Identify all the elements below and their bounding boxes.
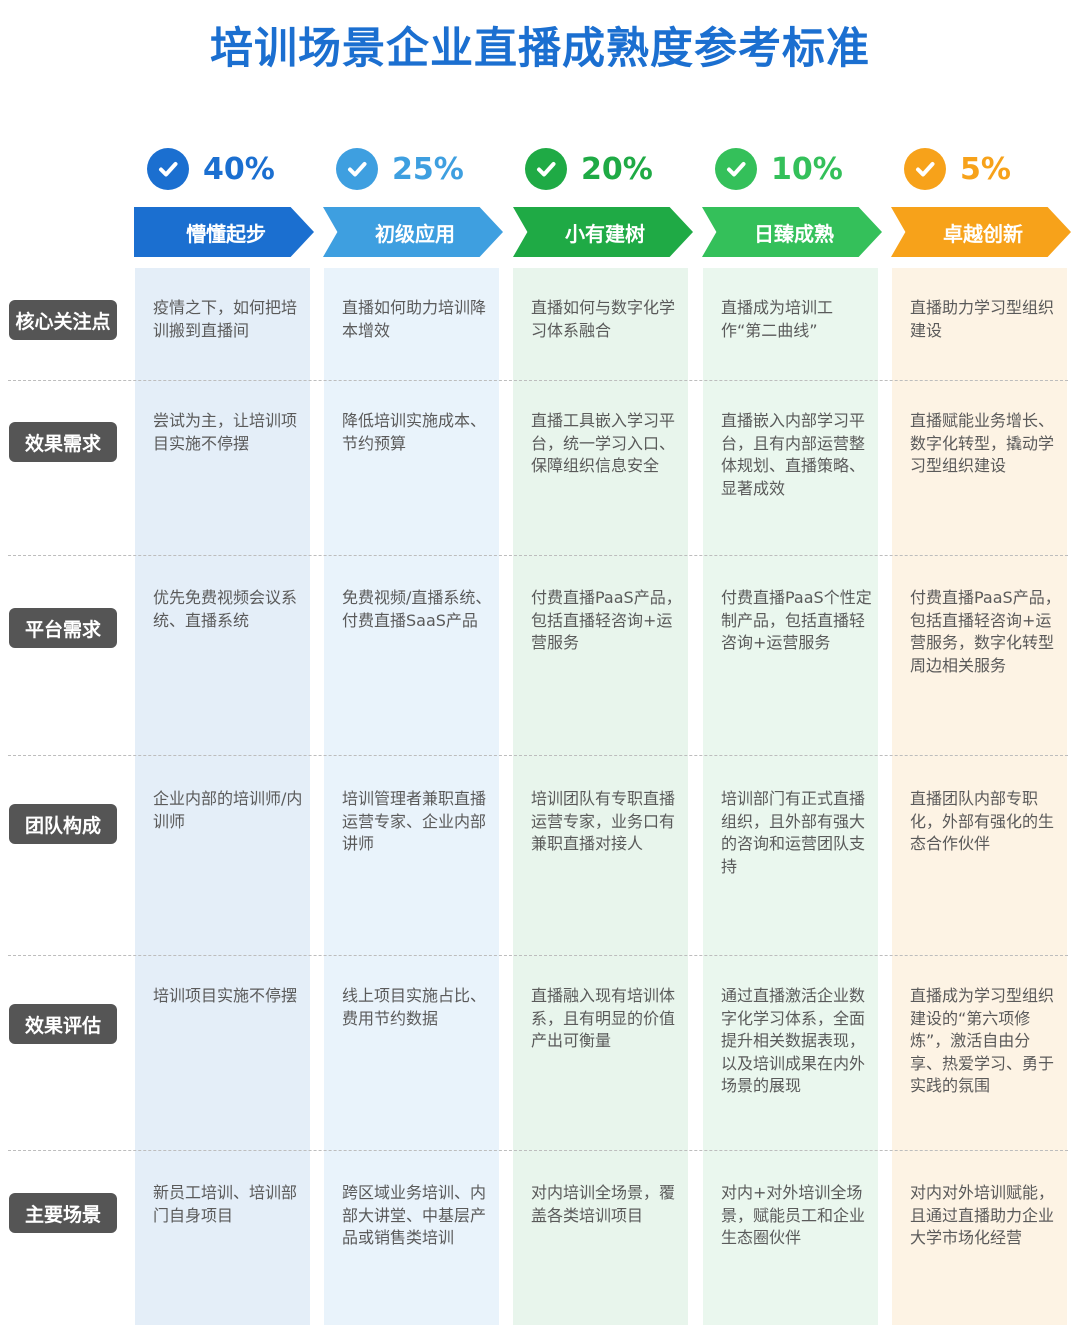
row-label-5: 效果评估 bbox=[9, 1004, 117, 1044]
table-cell: 新员工培训、培训部门自身项目 bbox=[153, 1183, 298, 1225]
level-banner-5: 卓越创新 bbox=[891, 207, 1071, 257]
table-cell: 企业内部的培训师/内训师 bbox=[153, 789, 303, 831]
table-cell: 免费视频/直播系统、付费直播SaaS产品 bbox=[342, 588, 492, 630]
table-cell: 跨区域业务培训、内部大讲堂、中基层产品或销售类培训 bbox=[342, 1183, 487, 1247]
level-stat-5: 5% bbox=[892, 146, 1067, 192]
table-cell: 直播如何与数字化学习体系融合 bbox=[531, 298, 676, 340]
table-cell: 培训部门有正式直播组织，且外部有强大的咨询和运营团队支持 bbox=[721, 789, 866, 876]
table-cell: 付费直播PaaS个性定制产品，包括直播轻咨询+运营服务 bbox=[721, 588, 872, 652]
table-cell: 付费直播PaaS产品，包括直播轻咨询+运营服务，数字化转型周边相关服务 bbox=[910, 588, 1061, 675]
table-cell: 直播成为学习型组织建设的“第六项修炼”，激活自由分享、热爱学习、勇于实践的氛围 bbox=[910, 986, 1055, 1095]
check-circle-icon bbox=[336, 148, 378, 190]
table-cell: 培训团队有专职直播运营专家，业务口有兼职直播对接人 bbox=[531, 789, 676, 853]
check-circle-icon bbox=[715, 148, 757, 190]
level-column-4 bbox=[703, 268, 878, 1325]
table-cell: 尝试为主，让培训项目实施不停摆 bbox=[153, 411, 298, 453]
row-label-6: 主要场景 bbox=[9, 1193, 117, 1233]
table-cell: 培训管理者兼职直播运营专家、企业内部讲师 bbox=[342, 789, 487, 853]
level-column-5 bbox=[892, 268, 1067, 1325]
level-banner-1: 懵懂起步 bbox=[134, 207, 314, 257]
row-label-2: 效果需求 bbox=[9, 422, 117, 462]
level-column-1 bbox=[135, 268, 310, 1325]
table-cell: 直播团队内部专职化，外部有强化的生态合作伙伴 bbox=[910, 789, 1055, 853]
table-cell: 培训项目实施不停摆 bbox=[153, 986, 298, 1005]
table-cell: 付费直播PaaS产品，包括直播轻咨询+运营服务 bbox=[531, 588, 682, 652]
table-cell: 对内培训全场景，覆盖各类培训项目 bbox=[531, 1183, 676, 1225]
table-cell: 降低培训实施成本、节约预算 bbox=[342, 411, 487, 453]
row-label-1: 核心关注点 bbox=[9, 300, 117, 340]
level-banner-4: 日臻成熟 bbox=[702, 207, 882, 257]
level-percent: 10% bbox=[771, 151, 843, 187]
table-cell: 直播嵌入内部学习平台，且有内部运营整体规划、直播策略、显著成效 bbox=[721, 411, 866, 498]
row-divider bbox=[8, 380, 1068, 381]
row-label-4: 团队构成 bbox=[9, 804, 117, 844]
check-circle-icon bbox=[147, 148, 189, 190]
level-percent: 20% bbox=[581, 151, 653, 187]
level-banner-2: 初级应用 bbox=[323, 207, 503, 257]
row-label-3: 平台需求 bbox=[9, 608, 117, 648]
level-banner-3: 小有建树 bbox=[513, 207, 693, 257]
level-column-2 bbox=[324, 268, 499, 1325]
table-cell: 直播融入现有培训体系，且有明显的价值产出可衡量 bbox=[531, 986, 676, 1050]
table-cell: 直播赋能业务增长、数字化转型，撬动学习型组织建设 bbox=[910, 411, 1055, 475]
level-percent: 25% bbox=[392, 151, 464, 187]
level-percent: 40% bbox=[203, 151, 275, 187]
level-stat-3: 20% bbox=[513, 146, 688, 192]
level-stat-1: 40% bbox=[135, 146, 310, 192]
table-cell: 疫情之下，如何把培训搬到直播间 bbox=[153, 298, 298, 340]
row-divider bbox=[8, 555, 1068, 556]
table-cell: 对内对外培训赋能，且通过直播助力企业大学市场化经营 bbox=[910, 1183, 1055, 1247]
level-stat-4: 10% bbox=[703, 146, 878, 192]
table-cell: 直播助力学习型组织建设 bbox=[910, 298, 1055, 340]
table-cell: 直播成为培训工作“第二曲线” bbox=[721, 298, 834, 340]
table-cell: 线上项目实施占比、费用节约数据 bbox=[342, 986, 487, 1028]
table-cell: 对内+对外培训全场景，赋能员工和企业生态圈伙伴 bbox=[721, 1183, 866, 1247]
check-circle-icon bbox=[904, 148, 946, 190]
row-divider bbox=[8, 755, 1068, 756]
level-stat-2: 25% bbox=[324, 146, 499, 192]
table-cell: 优先免费视频会议系统、直播系统 bbox=[153, 588, 298, 630]
table-cell: 直播如何助力培训降本增效 bbox=[342, 298, 487, 340]
page-title: 培训场景企业直播成熟度参考标准 bbox=[210, 24, 870, 74]
row-divider bbox=[8, 1150, 1068, 1151]
check-circle-icon bbox=[525, 148, 567, 190]
table-cell: 直播工具嵌入学习平台，统一学习入口、保障组织信息安全 bbox=[531, 411, 676, 475]
level-column-3 bbox=[513, 268, 688, 1325]
row-divider bbox=[8, 955, 1068, 956]
level-percent: 5% bbox=[960, 151, 1011, 187]
table-cell: 通过直播激活企业数字化学习体系，全面提升相关数据表现，以及培训成果在内外场景的展… bbox=[721, 986, 866, 1095]
